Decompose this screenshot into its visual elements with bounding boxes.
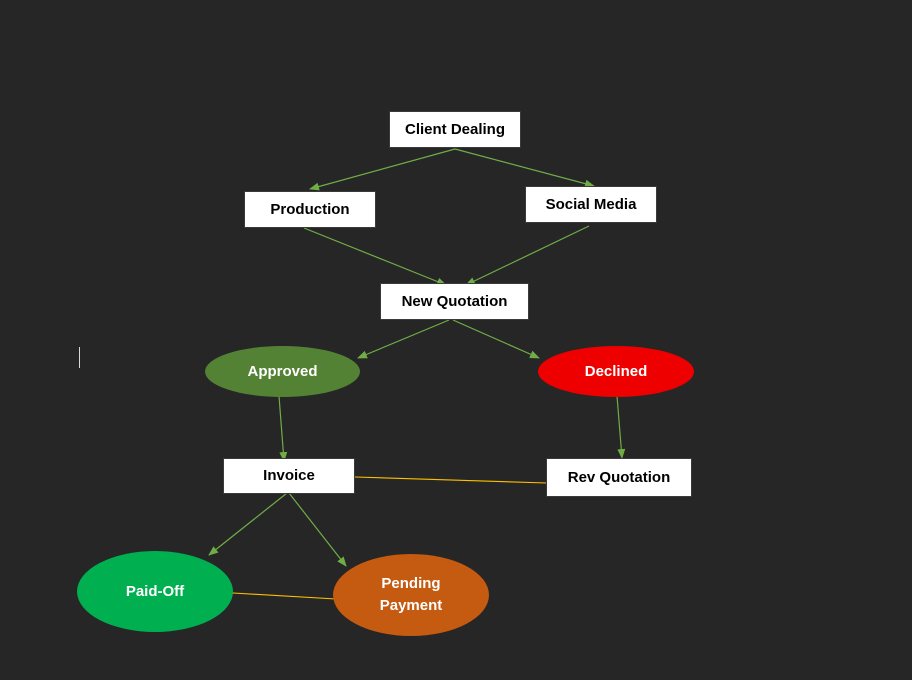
arrow-new-quotation-to-approved [357, 319, 450, 359]
arrow-production-to-new-quotation [303, 227, 447, 286]
arrow-invoice-to-paid-off [208, 492, 288, 556]
node-client-dealing: Client Dealing [389, 111, 521, 148]
node-approved: Approved [205, 346, 360, 397]
arrow-declined-to-rev-quotation [616, 395, 626, 459]
node-production: Production [244, 191, 376, 228]
node-paid-off-label: Paid-Off [125, 582, 185, 600]
node-social-media-label: Social Media [545, 195, 637, 213]
node-declined: Declined [538, 346, 694, 397]
arrow-invoice-to-pending-payment [288, 492, 347, 567]
arrow-pending-payment-to-paid-off [233, 593, 337, 600]
arrow-rev-quotation-to-invoice [355, 477, 548, 484]
node-new-quotation-label: New Quotation [401, 292, 508, 310]
arrow-client-to-production [309, 148, 456, 191]
node-new-quotation: New Quotation [380, 283, 529, 320]
arrow-client-to-social-media [454, 148, 595, 188]
arrow-new-quotation-to-declined [452, 319, 540, 359]
node-pending-payment: Pending Payment [333, 554, 489, 636]
text-cursor [79, 347, 80, 368]
node-rev-quotation-label: Rev Quotation [567, 468, 671, 486]
node-approved-label: Approved [247, 362, 318, 380]
node-paid-off: Paid-Off [77, 551, 233, 632]
node-production-label: Production [270, 200, 350, 218]
arrow-approved-to-invoice [278, 395, 288, 462]
node-social-media: Social Media [525, 186, 657, 223]
node-invoice-label: Invoice [263, 467, 315, 484]
node-pending-payment-label-line1: Pending [381, 575, 441, 592]
arrow-social-media-to-new-quotation [465, 225, 590, 286]
node-invoice: Invoice [223, 458, 355, 494]
node-rev-quotation: Rev Quotation [546, 458, 692, 497]
node-pending-payment-label-line2: Payment [379, 597, 443, 614]
node-declined-label: Declined [584, 362, 648, 380]
node-client-dealing-label: Client Dealing [404, 120, 505, 138]
